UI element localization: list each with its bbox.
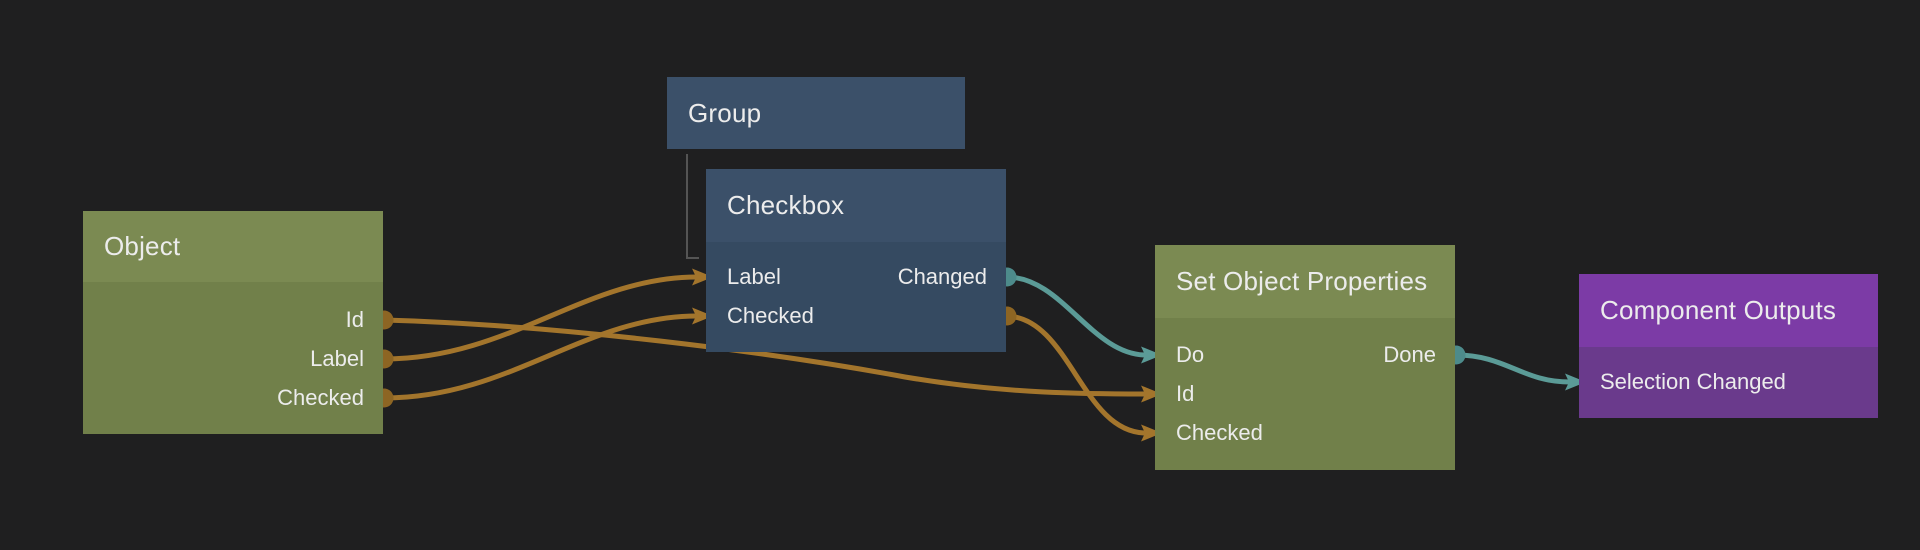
node-title: Group: [688, 97, 762, 128]
node-title: Object: [104, 231, 181, 261]
port-label: Selection Changed: [1600, 369, 1786, 394]
port-label: Done: [1383, 342, 1436, 367]
port-row: Id: [1155, 375, 1455, 413]
wire-object-Checked-to-checkbox-Checked[interactable]: [381, 313, 700, 401]
port-label: Id: [345, 307, 364, 332]
port-label: Do: [1176, 342, 1205, 367]
wire-object-Label-to-checkbox-Label[interactable]: [381, 274, 700, 362]
wire-checkbox-Changed-to-set-object-properties-Do[interactable]: [1004, 274, 1149, 358]
port-row: Do Done: [1155, 336, 1455, 374]
node-header: Component Outputs: [1579, 274, 1878, 347]
port-row: Label Changed: [706, 258, 1006, 296]
node-header: Object: [83, 211, 383, 282]
node-header: Checkbox: [706, 169, 1006, 242]
wire-set-object-properties-Done-to-component-outputs-Selection-Changed[interactable]: [1453, 352, 1573, 385]
port-row: Checked: [83, 379, 383, 417]
port-row: Checked: [706, 297, 1006, 335]
port-label: Checked: [727, 303, 814, 328]
port-label: Checked: [1176, 420, 1263, 445]
port-label: Label: [310, 346, 364, 371]
node-header: Set Object Properties: [1155, 245, 1455, 318]
wire-checkbox-Checked-to-set-object-properties-Checked[interactable]: [1004, 313, 1149, 436]
port-label: Changed: [897, 264, 987, 289]
group-child-link: [686, 154, 699, 259]
port-label: Checked: [277, 385, 364, 410]
node-header: Group: [667, 77, 965, 149]
node-title: Component Outputs: [1600, 295, 1837, 325]
port-label: Label: [727, 264, 781, 289]
port-row: Selection Changed: [1579, 363, 1878, 401]
port-row: Checked: [1155, 414, 1455, 452]
node-title: Checkbox: [727, 190, 845, 220]
port-row: Label: [83, 340, 383, 378]
port-row: Id: [83, 301, 383, 339]
node-title: Set Object Properties: [1176, 266, 1428, 296]
node-group[interactable]: Group: [667, 77, 965, 149]
port-label: Id: [1176, 381, 1195, 406]
